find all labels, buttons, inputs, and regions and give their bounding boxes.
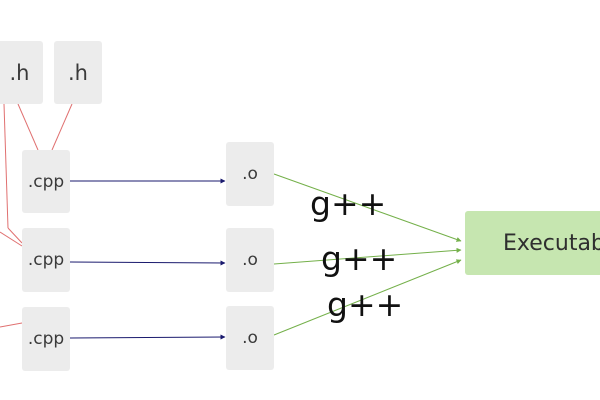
include-edge [7,227,23,244]
link-edges [273,173,462,336]
header-file-label: .h [9,60,30,85]
executable-node: Executable [465,211,600,275]
compile-edge [69,260,226,266]
include-edges [0,103,73,328]
link-edge [273,173,462,242]
object-file-label: .o [242,164,258,184]
source-file-node: .cpp [22,150,70,213]
object-file-node: .o [226,142,274,206]
executable-label: Executable [503,230,600,256]
source-file-node: .cpp [22,307,70,371]
object-file-node: .o [226,228,274,292]
object-file-label: .o [242,328,258,348]
header-file-node: .h [0,41,43,104]
link-edge [273,259,462,336]
include-edge [17,103,39,151]
header-file-label: .h [68,60,88,85]
header-file-node: .h [54,41,102,104]
include-edge [3,103,9,229]
compiler-label: g++ [327,285,404,324]
source-file-label: .cpp [27,329,65,349]
include-edge [0,322,23,328]
include-edge [0,231,23,247]
link-edge [273,247,462,265]
object-file-node: .o [226,306,274,370]
compile-edge [69,334,226,340]
source-file-node: .cpp [22,228,70,292]
source-file-label: .cpp [27,171,65,192]
source-file-label: .cpp [27,250,65,270]
compiler-label: g++ [310,184,387,223]
object-file-label: .o [242,250,258,270]
compiler-label: g++ [321,239,398,278]
compile-edges [69,178,226,340]
include-edge [51,103,73,151]
